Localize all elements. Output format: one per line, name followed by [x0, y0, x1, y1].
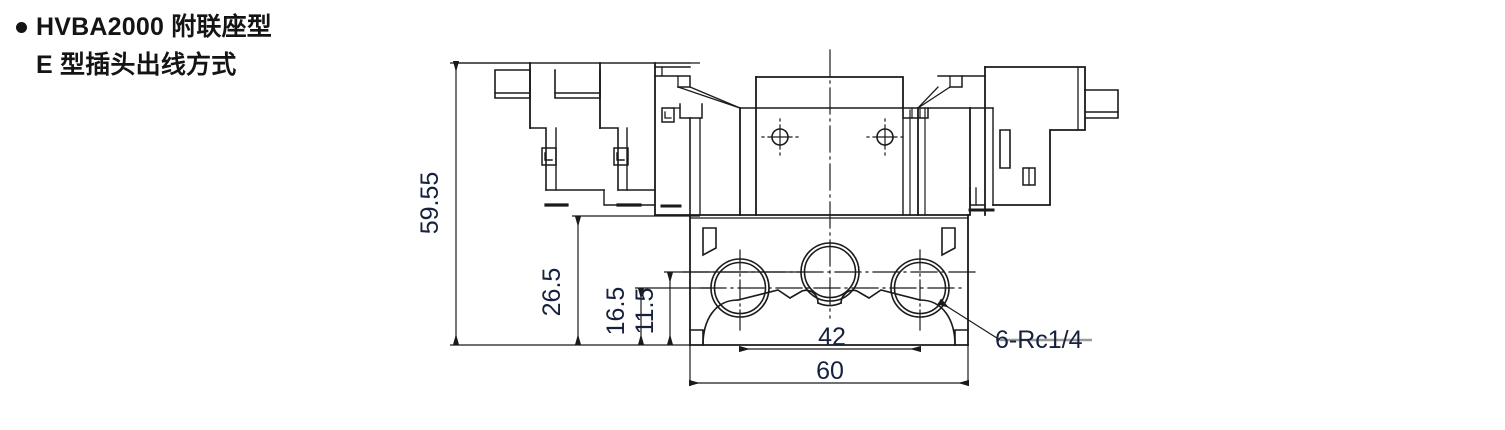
title-line-1: HVBA2000 附联座型	[16, 8, 376, 46]
title-text-line-2: E 型插头出线方式	[36, 51, 237, 79]
dimension-overall-height	[450, 61, 700, 346]
right-solenoid-assembly	[917, 66, 1119, 216]
dimension-lines	[450, 61, 1092, 387]
left-solenoid-assembly	[455, 62, 691, 216]
manifold-base-plate	[689, 214, 969, 346]
dimension-base-height	[572, 215, 700, 345]
title-line-2: E 型插头出线方式	[16, 46, 376, 84]
dimension-port-center-outer	[635, 287, 712, 345]
title-block: HVBA2000 附联座型 E 型插头出线方式	[16, 8, 376, 84]
left-interface-block	[654, 66, 741, 216]
dimension-label-port-center-middle: 11.5	[631, 288, 659, 335]
leader-line-ports	[937, 298, 1092, 342]
dimension-label-base-width: 60	[816, 357, 844, 385]
screw-symbol-left	[761, 118, 799, 156]
callout-label-ports: 6-Rc1/4	[995, 326, 1083, 354]
screw-symbol-right	[866, 118, 904, 156]
dimension-label-port-center-outer: 16.5	[602, 287, 630, 336]
dimension-label-overall-height: 59.55	[416, 172, 444, 235]
dimension-label-base-height: 26.5	[538, 268, 566, 317]
dimension-port-center-middle	[664, 271, 802, 345]
title-text-line-1: HVBA2000 附联座型	[36, 13, 272, 41]
dimension-base-width	[689, 345, 969, 387]
bullet-icon	[16, 22, 27, 33]
dimension-label-port-pitch: 42	[818, 323, 846, 351]
valve-center-body	[739, 76, 971, 216]
